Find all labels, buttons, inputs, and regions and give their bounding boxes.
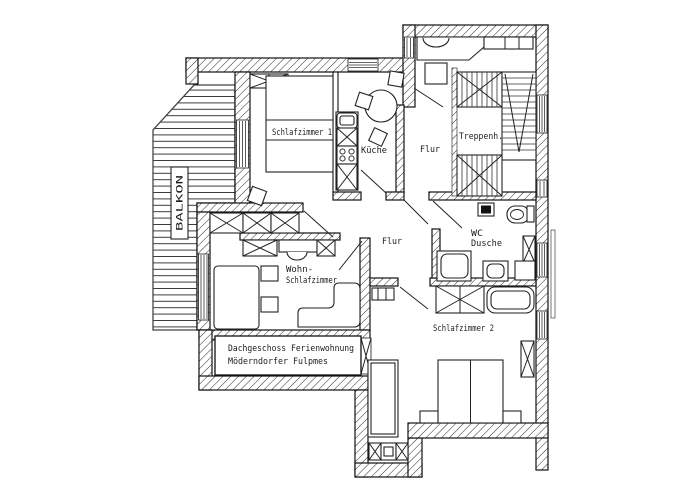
stair-flight-upper — [456, 71, 503, 108]
living-room-door — [338, 240, 363, 271]
nightstand — [502, 410, 522, 424]
single-bed — [367, 359, 399, 438]
corner-sofa — [297, 282, 361, 328]
double-bed — [419, 359, 522, 424]
hall-basin — [422, 37, 450, 48]
bedroom2-door — [399, 286, 429, 310]
wc-label-line2: Dusche — [471, 239, 502, 249]
caption-box: Dachgeschoss Ferienwohnung Möderndorfer … — [214, 335, 362, 376]
caption-line1: Dachgeschoss Ferienwohnung — [228, 344, 354, 354]
toilet — [506, 205, 535, 224]
living-label-line2: Schlafzimmer — [286, 276, 337, 286]
stairwell — [451, 67, 537, 197]
hall-mid-label: Flur — [382, 237, 402, 247]
radiator — [522, 235, 536, 264]
side-table — [424, 62, 448, 85]
chair — [246, 185, 268, 207]
bay-window — [368, 442, 409, 461]
chair — [387, 70, 405, 88]
stair-flight-lower — [456, 154, 503, 197]
stove — [336, 145, 358, 165]
doors — [303, 87, 463, 310]
nightstand — [419, 410, 439, 424]
entrance-door — [413, 87, 444, 108]
bedroom2-label: Schlafzimmer 2 — [433, 324, 494, 334]
closet-row — [209, 212, 300, 234]
bench — [483, 36, 534, 50]
wardrobe — [435, 285, 485, 314]
chair — [354, 91, 374, 111]
radiator — [520, 340, 535, 378]
wardrobe — [242, 239, 278, 257]
sofa — [486, 286, 535, 314]
hall-door — [403, 199, 429, 225]
window-right-4 — [536, 310, 548, 340]
washbasin — [482, 260, 509, 282]
bedroom1-furniture — [246, 73, 334, 207]
living-room-furniture — [209, 212, 361, 330]
shower — [436, 250, 472, 282]
window-bedroom1 — [236, 119, 249, 169]
eaves-line — [550, 229, 556, 319]
window-hall-top — [404, 36, 414, 59]
wc-door — [432, 200, 463, 229]
entry-hall-furniture — [416, 36, 534, 85]
bathroom-fixtures — [436, 202, 536, 282]
dresser-basin — [278, 239, 318, 261]
window-living-room — [198, 253, 209, 321]
stair-flight-right — [501, 71, 537, 161]
window-right-2 — [536, 179, 548, 198]
bath-counter — [514, 260, 536, 281]
window-top-wall — [347, 58, 379, 72]
drawer-unit — [371, 287, 395, 301]
chair — [367, 126, 389, 148]
balcony-label-box — [170, 166, 189, 240]
kitchen-sink — [336, 112, 358, 129]
caption-line2: Möderndorfer Fulpmes — [228, 357, 328, 367]
bedroom2-furniture — [367, 285, 535, 461]
balcony: BALKON — [152, 84, 236, 331]
kitchen-label: Küche — [361, 146, 387, 156]
bedroom1-door — [303, 210, 334, 238]
kitchen-door — [360, 169, 387, 194]
pillow — [260, 265, 279, 282]
bedroom1-label: Schlafzimmer 1 — [272, 128, 332, 138]
wc-label-line1: WC — [471, 229, 483, 239]
stairs-label: Treppenh. — [459, 132, 503, 142]
sofa-bed — [213, 265, 260, 330]
window-right-3 — [536, 242, 548, 278]
balcony-label: BALKON — [176, 175, 186, 231]
double-bed — [265, 75, 334, 173]
cabinet — [336, 127, 358, 147]
cabinet — [316, 239, 336, 257]
window-right-1 — [536, 94, 548, 134]
cabinet — [336, 163, 358, 191]
pillow — [260, 296, 279, 313]
vent — [477, 202, 495, 217]
living-label-line1: Wohn- — [286, 265, 313, 275]
hall-top-label: Flur — [420, 145, 440, 155]
kitchen-furniture — [335, 70, 405, 191]
